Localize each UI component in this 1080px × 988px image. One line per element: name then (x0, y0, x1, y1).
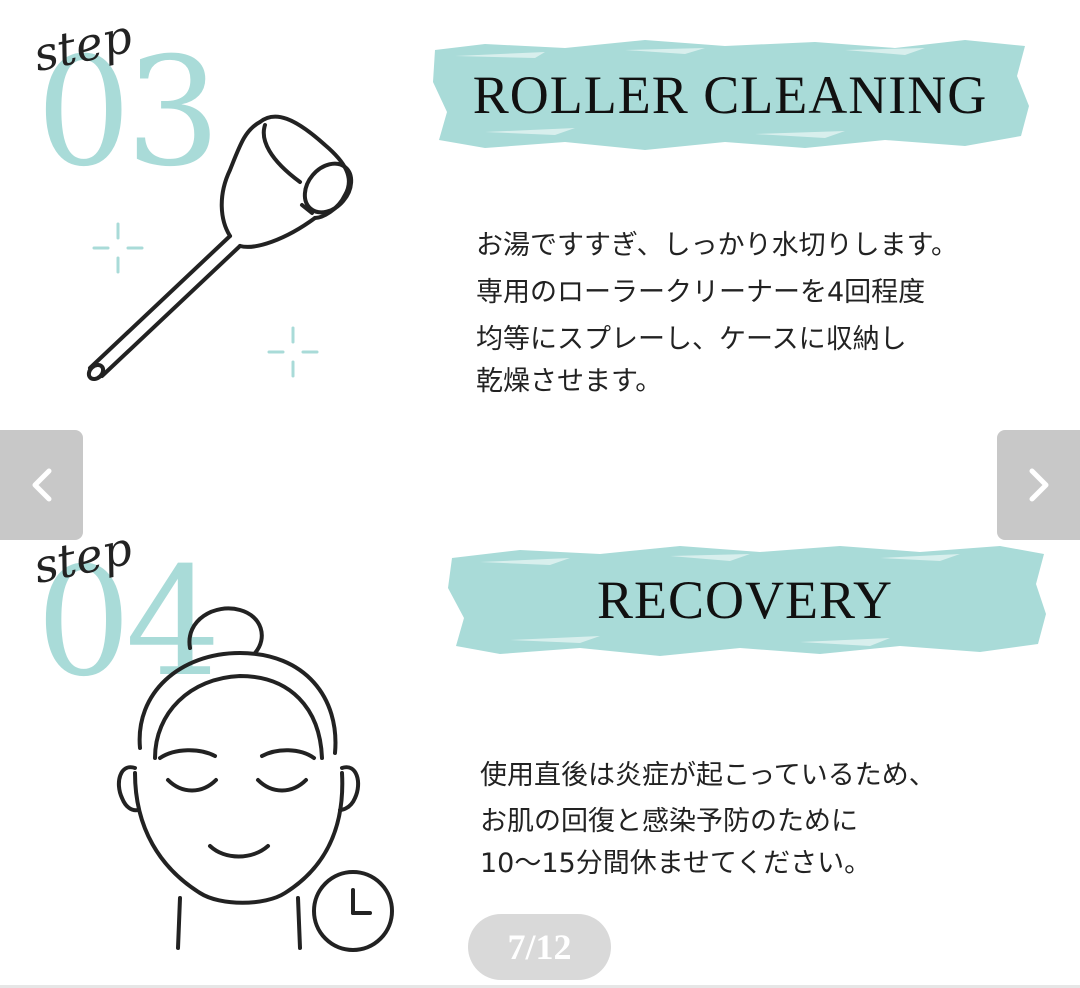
step-03-title: ROLLER CLEANING (472, 65, 988, 125)
description-line: お湯ですすぎ、しっかり水切りします。 (476, 230, 958, 261)
derma-roller-icon (86, 114, 354, 382)
slide-counter: 7/12 (468, 914, 611, 980)
step-04-title-banner: RECOVERY (440, 540, 1050, 660)
step-03-number: 03 (36, 26, 221, 200)
bottom-divider (0, 985, 1080, 988)
description-line: お肌の回復と感染予防のために (480, 806, 858, 837)
chevron-right-icon (1029, 468, 1048, 502)
description-line: 専用のローラークリーナーを4回程度 (476, 277, 926, 308)
description-line: 使用直後は炎症が起こっているため、 (480, 760, 936, 791)
sparkle-icon (92, 222, 144, 274)
description-line: 10〜15分間休ませてください。 (480, 848, 872, 879)
clock-icon (312, 870, 394, 952)
step-04-number: 04 (36, 536, 221, 710)
step-04-title: RECOVERY (596, 570, 894, 630)
sparkle-icon (267, 326, 319, 378)
description-line: 均等にスプレーし、ケースに収納し (476, 324, 907, 355)
step-03-title-banner: ROLLER CLEANING (425, 36, 1035, 154)
chevron-left-icon (32, 468, 51, 502)
next-slide-button[interactable] (997, 430, 1080, 540)
description-line: 乾燥させます。 (476, 366, 663, 397)
face-icon (116, 606, 361, 950)
prev-slide-button[interactable] (0, 430, 83, 540)
